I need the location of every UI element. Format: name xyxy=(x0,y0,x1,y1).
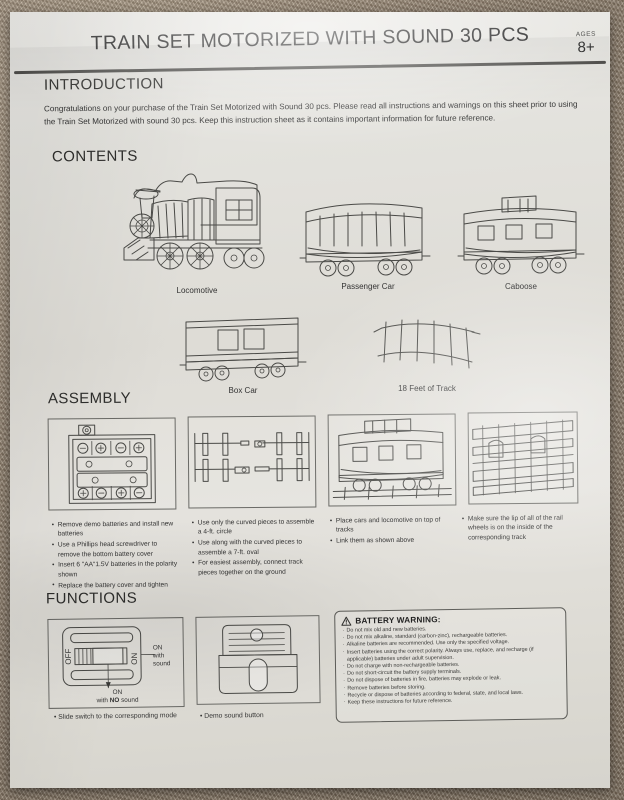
bullet: Make sure the lip of all of the rail whe… xyxy=(462,513,582,542)
callout-line-2: with sound xyxy=(152,652,171,668)
contents-label-passenger-car: Passenger Car xyxy=(341,282,395,291)
track-connection-diagram xyxy=(194,432,310,482)
contents-item-caboose: Caboose xyxy=(457,190,585,291)
warning-triangle-icon xyxy=(341,616,352,626)
functions-heading: FUNCTIONS xyxy=(45,589,138,608)
callout-line-2: with NO sound xyxy=(96,696,139,705)
switch-off-label: OFF xyxy=(64,648,73,664)
contents-label-box-car: Box Car xyxy=(228,386,258,395)
age-grading-badge: AGES 8+ xyxy=(575,30,597,56)
bullet: Use only the curved pieces to assemble a… xyxy=(192,517,316,537)
battery-compartment-diagram xyxy=(68,424,156,504)
caboose-illustration xyxy=(457,195,585,275)
bullet: For easiest assembly, connect track piec… xyxy=(192,558,316,578)
bullet: Remove demo batteries and install new ba… xyxy=(52,519,178,539)
assembly-heading: ASSEMBLY xyxy=(47,389,132,408)
assembly-step-2-figure xyxy=(187,415,317,509)
page-title: TRAIN SET MOTORIZED WITH SOUND 30 PCS xyxy=(90,23,530,55)
car-on-track-diagram xyxy=(332,418,452,500)
bullet: Use along with the curved pieces to asse… xyxy=(192,538,316,558)
contents-label-track: 18 Feet of Track xyxy=(398,384,456,393)
battery-warning-box: BATTERY WARNING: Do not mix old and new … xyxy=(334,607,568,723)
track-illustration xyxy=(373,319,481,369)
wheel-lip-on-rail-diagram xyxy=(472,419,574,496)
bullet: Use a Phillips head screwdriver to remov… xyxy=(52,540,178,560)
bullet: Place cars and locomotive on top of trac… xyxy=(330,515,454,535)
demo-sound-button-diagram xyxy=(218,624,298,694)
switch-callout-on-with-sound: ON with sound xyxy=(153,644,183,668)
contents-label-locomotive: Locomotive xyxy=(176,286,218,295)
assembly-step-1-figure xyxy=(47,417,177,511)
assembly-step-4-figure xyxy=(467,411,579,505)
instruction-sheet: TRAIN SET MOTORIZED WITH SOUND 30 PCS AG… xyxy=(10,12,610,788)
locomotive-illustration xyxy=(123,173,265,270)
title-bar: TRAIN SET MOTORIZED WITH SOUND 30 PCS xyxy=(10,22,610,68)
contents-label-caboose: Caboose xyxy=(504,282,538,291)
contents-heading: CONTENTS xyxy=(51,147,138,166)
bullet: Link them as shown above xyxy=(330,536,454,546)
assembly-step-3-bullets: Place cars and locomotive on top of trac… xyxy=(330,515,454,547)
introduction-heading: INTRODUCTION xyxy=(43,75,164,94)
contents-item-box-car: Box Car xyxy=(178,312,308,395)
functions-demo-figure xyxy=(195,615,321,705)
ages-value: 8+ xyxy=(577,38,595,56)
contents-item-track: 18 Feet of Track xyxy=(372,312,482,393)
assembly-step-2-bullets: Use only the curved pieces to assemble a… xyxy=(192,517,317,579)
contents-item-passenger-car: Passenger Car xyxy=(298,188,438,291)
ages-label: AGES xyxy=(575,30,596,39)
bullet: Insert 6 "AA"1.5V batteries in the polar… xyxy=(52,560,178,580)
assembly-step-3-figure xyxy=(327,413,457,507)
functions-note-1: Slide switch to the corresponding mode xyxy=(54,711,184,722)
switch-on-label: ON xyxy=(130,652,139,664)
introduction-body: Congratulations on your purchase of the … xyxy=(43,99,578,126)
functions-note-2: Demo sound button xyxy=(200,711,330,720)
battery-warning-list: Do not mix old and new batteries. Do not… xyxy=(341,624,560,706)
functions-switch-figure: OFF ON ON with sound ON with NO sound xyxy=(47,617,185,709)
contents-item-locomotive: Locomotive xyxy=(122,164,272,295)
assembly-step-1-bullets: Remove demo batteries and install new ba… xyxy=(52,519,179,592)
assembly-step-4-bullets: Make sure the lip of all of the rail whe… xyxy=(462,513,582,544)
box-car-illustration xyxy=(179,317,307,382)
passenger-car-illustration xyxy=(299,203,431,277)
battery-warning-title: BATTERY WARNING: xyxy=(355,615,441,626)
switch-callout-on-no-sound: ON with NO sound xyxy=(75,688,159,705)
